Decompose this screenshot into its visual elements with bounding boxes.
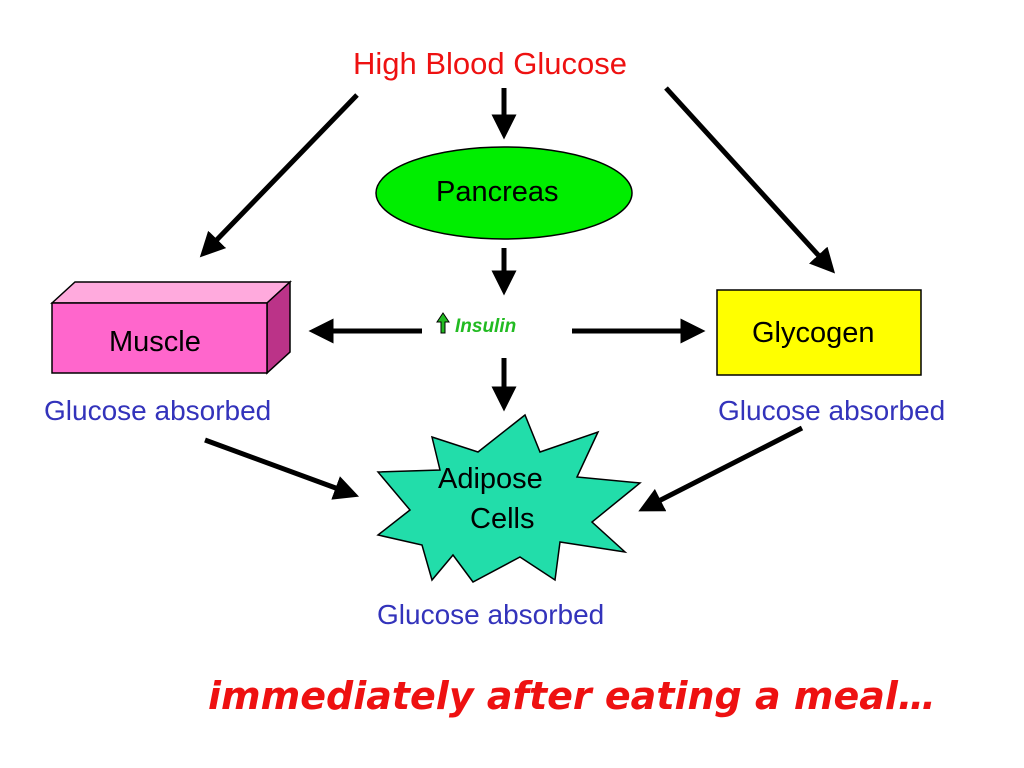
high-blood-glucose-label: High Blood Glucose <box>353 46 627 81</box>
insulin-label: Insulin <box>455 316 517 337</box>
glycogen-label: Glycogen <box>752 317 875 349</box>
arrow-glucose-to-glycogen <box>664 86 836 274</box>
muscle-label: Muscle <box>109 326 201 358</box>
glycogen-glucose-absorbed-label: Glucose absorbed <box>718 395 946 426</box>
up-arrow-icon <box>436 312 450 334</box>
adipose-label-line2: Cells <box>470 503 535 535</box>
arrow-glycogen-to-adipose <box>638 425 804 512</box>
adipose-node <box>376 413 642 583</box>
glycogen-node <box>716 289 922 376</box>
muscle-node <box>50 280 292 375</box>
arrow-muscle-to-adipose <box>204 437 360 500</box>
footer-caption: immediately after eating a meal… <box>208 674 936 718</box>
pancreas-node <box>375 146 633 240</box>
adipose-label-line1: Adipose <box>438 463 543 495</box>
arrow-glucose-to-muscle <box>199 93 359 258</box>
pancreas-label: Pancreas <box>436 176 559 208</box>
muscle-glucose-absorbed-label: Glucose absorbed <box>44 395 272 426</box>
adipose-glucose-absorbed-label: Glucose absorbed <box>377 599 605 630</box>
